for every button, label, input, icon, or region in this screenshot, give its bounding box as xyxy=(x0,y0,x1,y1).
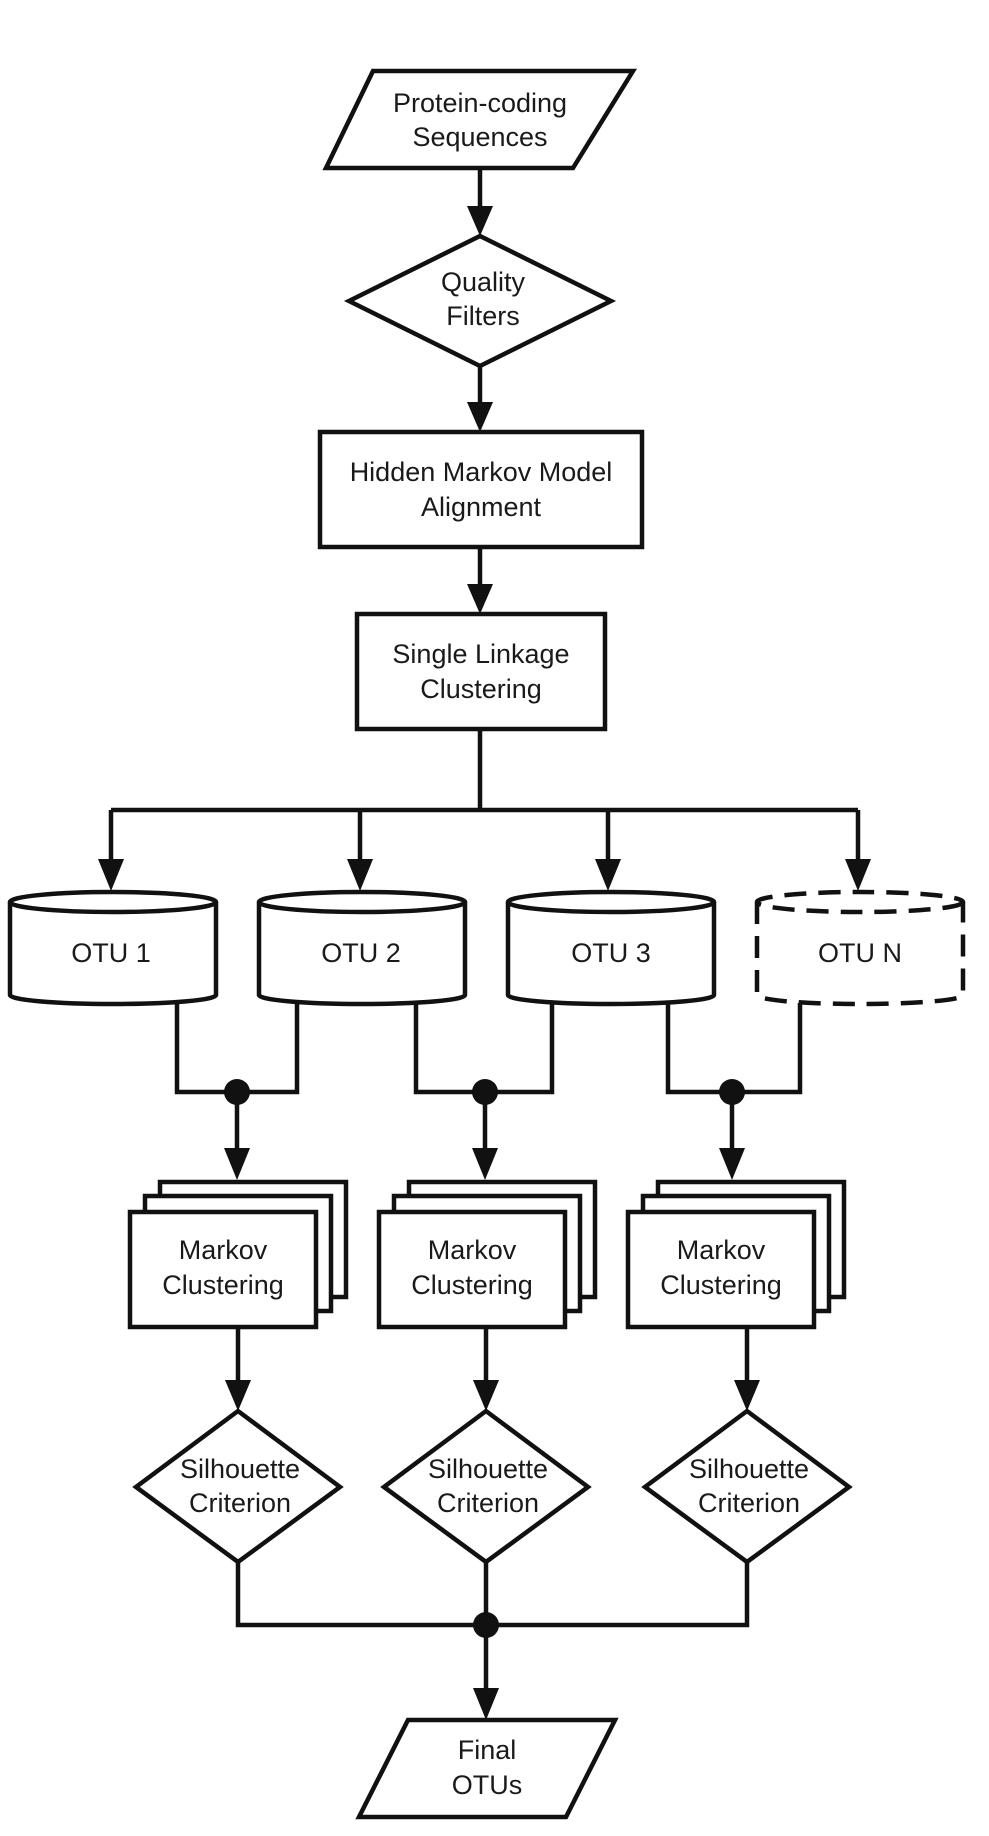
arrowhead xyxy=(467,402,493,432)
linkage-label-line2: Clustering xyxy=(420,674,542,704)
silhouette-criterion-1: Silhouette Criterion xyxy=(132,1408,344,1565)
hmm-label-line1: Hidden Markov Model xyxy=(350,457,613,487)
silhouette-criterion-2: Silhouette Criterion xyxy=(380,1408,592,1565)
markov-clustering-stack-1: Markov Clustering xyxy=(127,1179,349,1330)
arrowhead xyxy=(98,859,124,891)
markov-label-line1: Markov xyxy=(677,1235,766,1265)
edge-linkage-fanout xyxy=(108,729,861,862)
otu-label: OTU N xyxy=(818,938,902,968)
quality-label-line2: Filters xyxy=(446,301,520,331)
otu-n-node: OTU N xyxy=(754,889,966,1007)
final-label-line1: Final xyxy=(458,1735,517,1765)
silhouette-criterion-3: Silhouette Criterion xyxy=(641,1408,853,1565)
arrowhead xyxy=(845,859,871,891)
otu-label: OTU 2 xyxy=(321,938,401,968)
linkage-label-line1: Single Linkage xyxy=(392,639,569,669)
arrowhead xyxy=(467,584,493,614)
markov-label-line2: Clustering xyxy=(162,1270,284,1300)
edge-otu1-otu2-merge xyxy=(174,1003,300,1095)
markov-label-line2: Clustering xyxy=(411,1270,533,1300)
arrowhead xyxy=(473,1688,499,1720)
quality-filters-node: Quality Filters xyxy=(343,233,617,369)
arrowhead xyxy=(467,206,493,236)
otu-2-node: OTU 2 xyxy=(256,889,468,1007)
otu-1-node: OTU 1 xyxy=(7,889,219,1007)
markov-clustering-stack-3: Markov Clustering xyxy=(625,1179,847,1330)
otu-label: OTU 1 xyxy=(71,938,151,968)
input-label-line2: Sequences xyxy=(412,122,547,152)
arrowhead xyxy=(224,1148,250,1180)
markov-label-line1: Markov xyxy=(179,1235,268,1265)
final-otus-node: Final OTUs xyxy=(355,1717,619,1820)
markov-label-line2: Clustering xyxy=(660,1270,782,1300)
markov-label-line1: Markov xyxy=(428,1235,517,1265)
silhouette-label-line2: Criterion xyxy=(698,1488,800,1518)
otu-label: OTU 3 xyxy=(571,938,651,968)
arrowhead xyxy=(595,859,621,891)
single-linkage-node: Single Linkage Clustering xyxy=(354,611,608,732)
arrowhead xyxy=(472,1148,498,1180)
hmm-label-line2: Alignment xyxy=(421,492,542,522)
arrowhead xyxy=(225,1380,251,1411)
final-label-line2: OTUs xyxy=(452,1770,523,1800)
edge-otu3-otun-merge xyxy=(665,1003,803,1095)
arrowhead xyxy=(473,1380,499,1411)
otu-3-node: OTU 3 xyxy=(505,889,717,1007)
input-sequences-node: Protein-coding Sequences xyxy=(322,68,638,171)
arrowhead xyxy=(734,1380,760,1411)
arrowhead xyxy=(347,859,373,891)
input-label-line1: Protein-coding xyxy=(393,88,567,118)
silhouette-label-line2: Criterion xyxy=(189,1488,291,1518)
edges xyxy=(98,168,871,1720)
silhouette-label-line1: Silhouette xyxy=(689,1454,809,1484)
hmm-alignment-node: Hidden Markov Model Alignment xyxy=(317,429,645,550)
arrowhead xyxy=(719,1148,745,1180)
silhouette-label-line1: Silhouette xyxy=(180,1454,300,1484)
silhouette-label-line1: Silhouette xyxy=(428,1454,548,1484)
markov-clustering-stack-2: Markov Clustering xyxy=(376,1179,598,1330)
quality-label-line1: Quality xyxy=(441,267,526,297)
edge-otu2-otu3-merge xyxy=(413,1003,555,1095)
silhouette-label-line2: Criterion xyxy=(437,1488,539,1518)
